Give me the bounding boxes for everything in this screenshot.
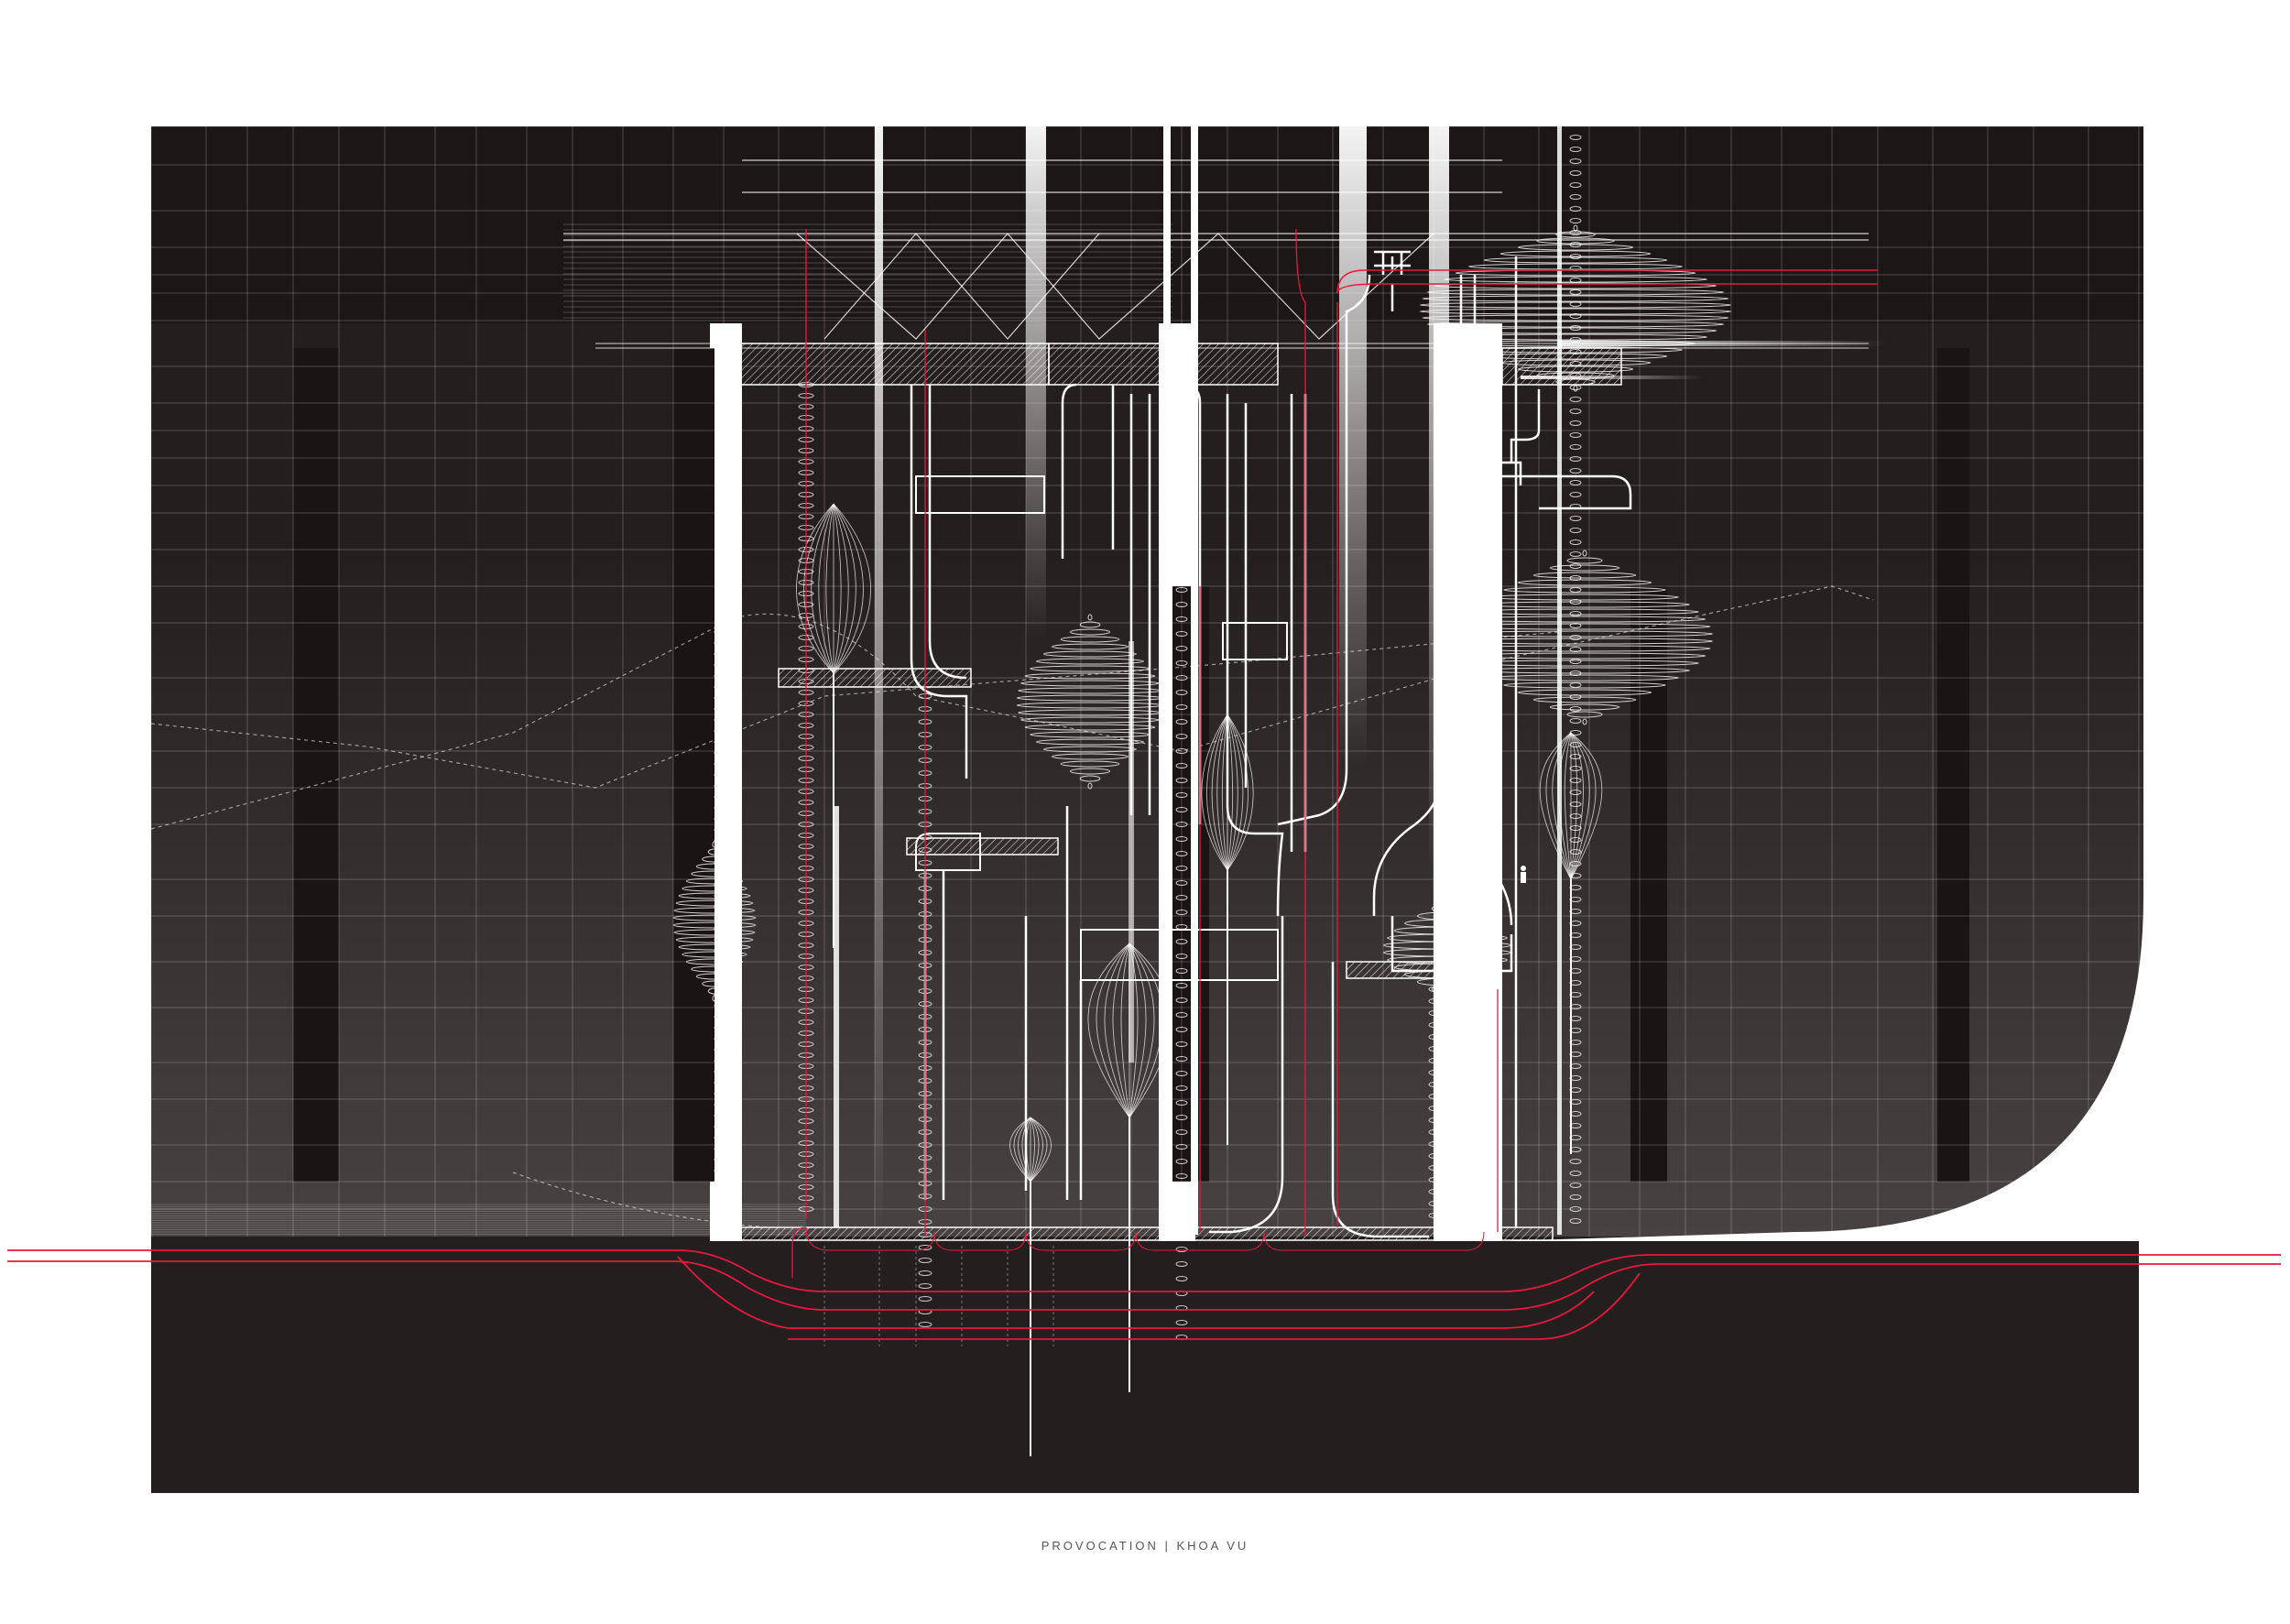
dark-pillar-4 [1630,586,1667,1182]
red-lines [7,228,2281,1340]
top-band [151,126,2143,323]
dashed-lines [150,585,1874,1228]
poster-caption: PROVOCATION | KHOA VU [1041,1539,1249,1553]
dark-pillar-1 [293,348,339,1182]
human-figure [1521,866,1526,883]
dark-pillar-5 [1937,348,1969,1182]
dark-pillar-2 [673,348,714,1182]
light-shafts [834,126,1562,1235]
base-panel [151,1241,2139,1493]
glow-bands [1521,341,1887,379]
dark-panels [151,126,2143,1493]
lower-fog [151,550,2143,1237]
